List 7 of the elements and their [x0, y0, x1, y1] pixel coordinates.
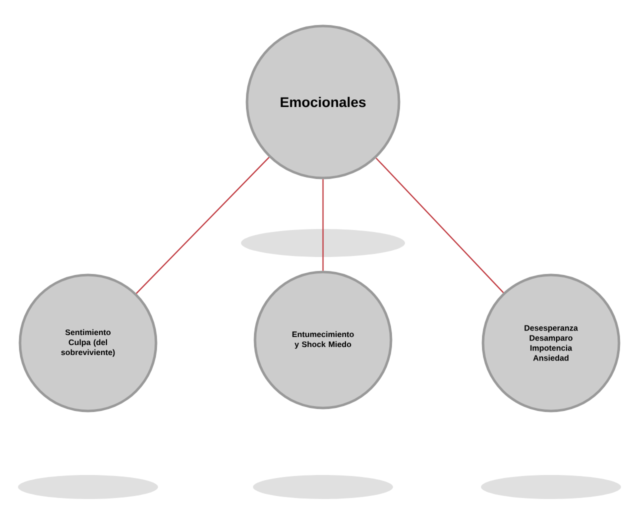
circle-node: Emocionales — [246, 24, 400, 180]
circle-node: Desesperanza Desamparo Impotencia Ansiedad — [482, 274, 620, 412]
connector-line — [322, 179, 324, 271]
connector-line — [136, 156, 270, 294]
connector-line — [376, 158, 504, 294]
circle-node: Entumecimiento y Shock Miedo — [254, 270, 392, 410]
circle-node: Sentimiento Culpa (del sobreviviente) — [18, 274, 158, 412]
